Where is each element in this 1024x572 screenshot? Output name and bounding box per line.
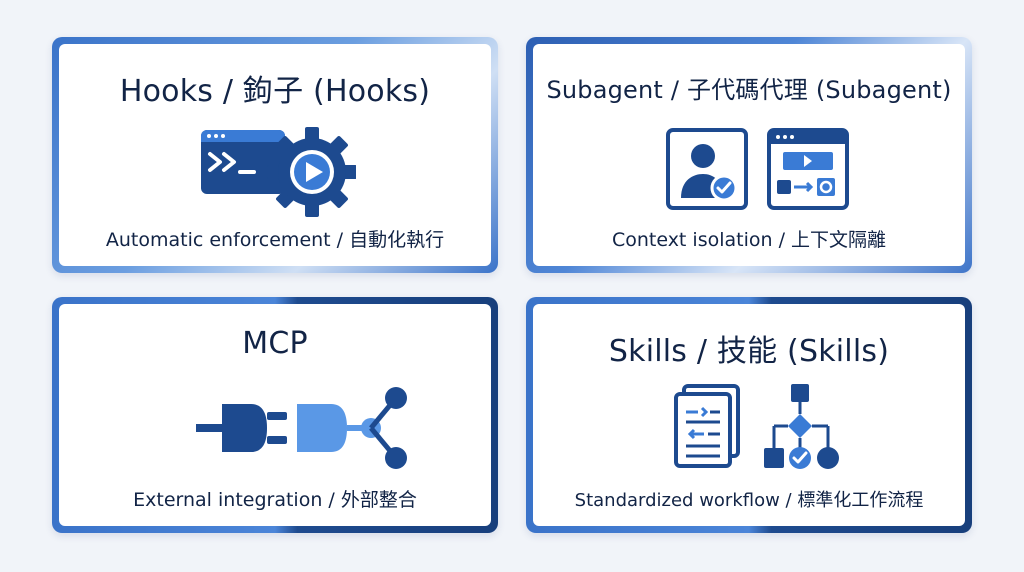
card-mcp: MCP Exte [52,297,498,533]
card-skills-body: Skills / 技能 (Skills) [533,304,965,526]
terminal-gear-play-icon [201,127,356,217]
card-hooks-icon-area [59,118,491,226]
card-subagent-caption: Context isolation / 上下文隔離 [611,229,887,251]
card-subagent-title: Subagent / 子代碼代理 (Subagent) [546,76,952,104]
plug-connector-icon [196,387,407,469]
user-check-and-window-icon [666,128,849,210]
card-mcp-body: MCP Exte [59,304,491,526]
documents-flowchart-icon [674,384,839,469]
card-hooks-title: Hooks / 鉤子 (Hooks) [119,74,431,109]
card-hooks: Hooks / 鉤子 (Hooks) [52,37,498,273]
card-hooks-caption: Automatic enforcement / 自動化執行 [105,229,445,251]
card-skills-icon-area [533,378,965,486]
card-hooks-body: Hooks / 鉤子 (Hooks) [59,44,491,266]
card-skills-title: Skills / 技能 (Skills) [608,334,890,369]
card-subagent: Subagent / 子代碼代理 (Subagent) [526,37,972,273]
card-skills: Skills / 技能 (Skills) [526,297,972,533]
card-mcp-icon-area [59,378,491,486]
card-mcp-title: MCP [242,326,308,361]
card-subagent-body: Subagent / 子代碼代理 (Subagent) [533,44,965,266]
card-mcp-caption: External integration / 外部整合 [133,489,417,511]
card-subagent-icon-area [533,118,965,226]
card-skills-caption: Standardized workflow / 標準化工作流程 [574,490,924,511]
